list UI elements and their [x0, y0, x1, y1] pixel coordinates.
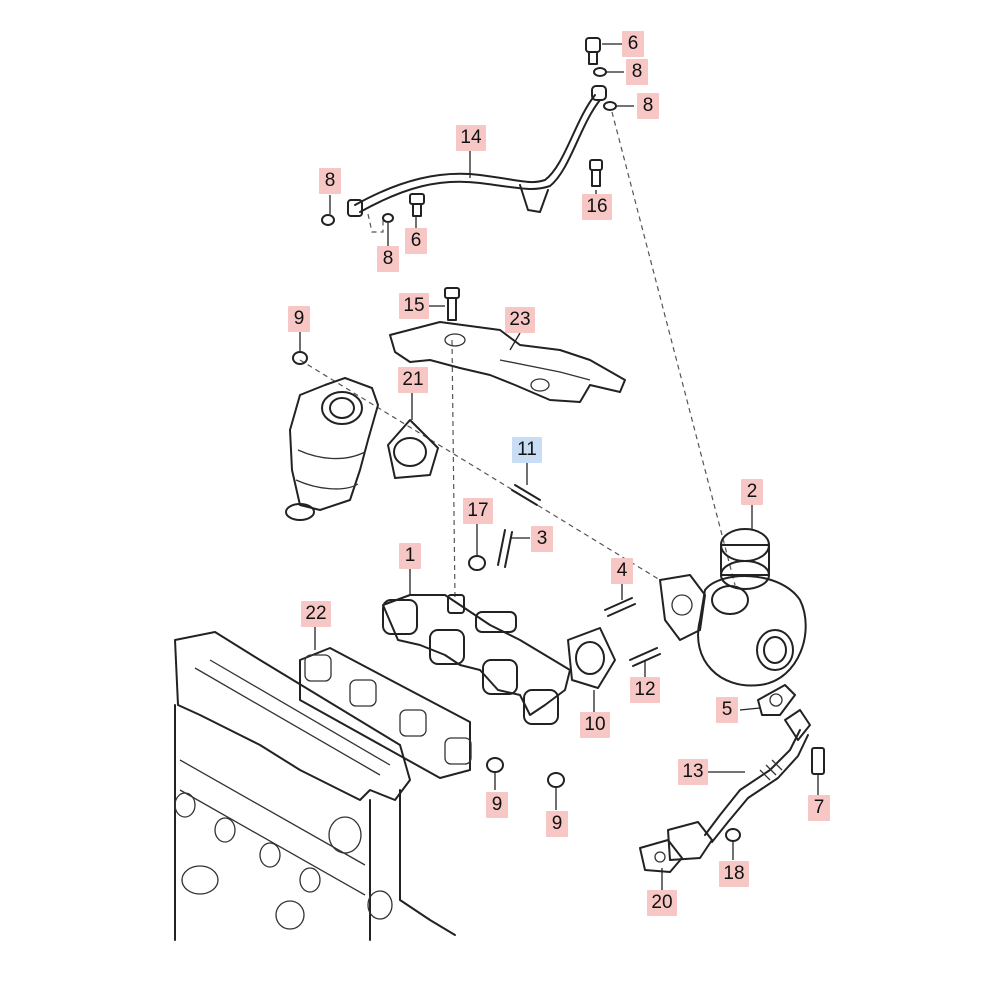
callout-6: 6 [405, 228, 427, 254]
callout-8: 8 [626, 59, 648, 85]
callout-4: 4 [611, 558, 633, 584]
nut [292, 351, 308, 365]
nut-9-lower [486, 757, 565, 788]
callout-20: 20 [647, 890, 677, 916]
turbo-flange-gasket [567, 627, 616, 689]
nut-17 [468, 555, 486, 571]
callout-23: 23 [505, 307, 535, 333]
return-gasket [639, 839, 683, 873]
callout-21: 21 [398, 367, 428, 393]
callout-8: 8 [319, 168, 341, 194]
nut-18 [725, 828, 741, 842]
turbocharger [659, 528, 807, 687]
stud-3 [497, 529, 513, 568]
callout-8: 8 [377, 246, 399, 272]
exhaust-manifold [382, 594, 571, 725]
manifold-gasket [299, 647, 472, 779]
catalytic-converter [285, 377, 379, 521]
banjo-bolt-top [585, 37, 601, 65]
leader-lines [299, 43, 819, 890]
callout-13: 13 [678, 759, 708, 785]
engine-cylinder-head [174, 631, 456, 941]
callout-10: 10 [580, 712, 610, 738]
callout-2: 2 [741, 479, 763, 505]
callout-14: 14 [456, 125, 486, 151]
callout-3: 3 [531, 526, 553, 552]
stud-11 [511, 484, 541, 506]
callout-16: 16 [582, 194, 612, 220]
heat-shield [389, 321, 626, 403]
turbo-gasket [757, 684, 796, 716]
callout-5: 5 [716, 697, 738, 723]
oil-feed-pipe [347, 85, 607, 233]
shield-bolt [444, 287, 460, 321]
callout-1: 1 [399, 543, 421, 569]
callout-11: 11 [512, 437, 542, 463]
callout-9: 9 [486, 792, 508, 818]
oil-return-pipe [667, 709, 811, 861]
callout-17: 17 [463, 498, 493, 524]
callout-7: 7 [808, 795, 830, 821]
bolt-7 [811, 747, 825, 775]
callout-6: 6 [622, 31, 644, 57]
callout-8: 8 [637, 93, 659, 119]
cat-gasket [387, 419, 439, 479]
callout-15: 15 [399, 293, 429, 319]
callout-9: 9 [288, 306, 310, 332]
stud-12 [629, 647, 661, 667]
pipe-bolts [409, 159, 603, 217]
stud-4 [604, 597, 636, 617]
callout-18: 18 [719, 861, 749, 887]
callout-22: 22 [301, 601, 331, 627]
callout-9: 9 [546, 811, 568, 837]
callout-12: 12 [630, 677, 660, 703]
